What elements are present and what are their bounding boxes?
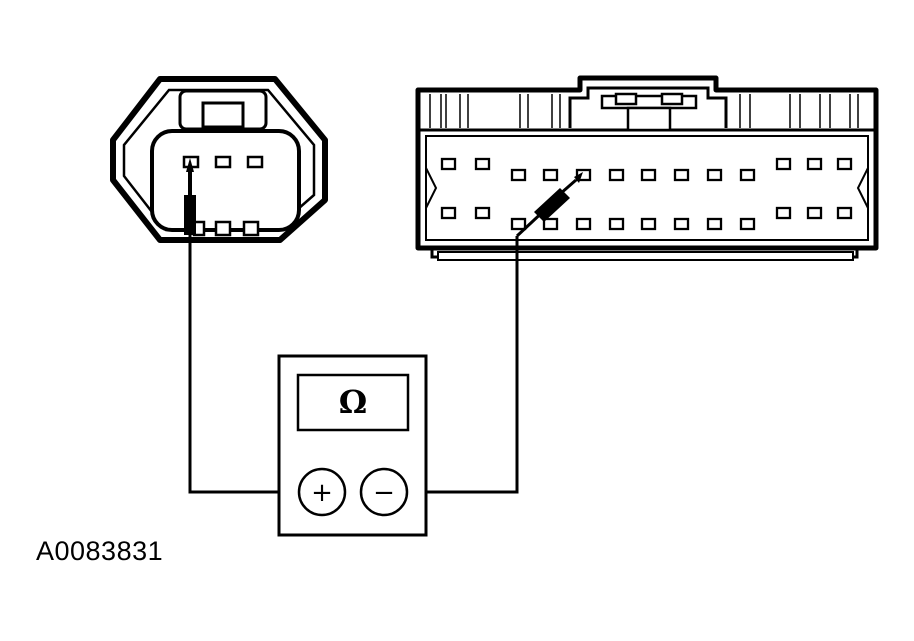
module-pin xyxy=(775,157,792,171)
ohm-symbol: Ω xyxy=(339,383,367,421)
module-pin xyxy=(640,217,657,231)
module-connector xyxy=(415,75,879,261)
sensor-pin-2 xyxy=(214,155,232,169)
module-pin xyxy=(440,157,457,171)
positive-terminal-label: + xyxy=(311,478,333,508)
ohmmeter-display xyxy=(296,373,410,432)
module-pin xyxy=(739,168,756,182)
module-pin xyxy=(673,168,690,182)
sensor-pin-cavity xyxy=(150,129,301,232)
module-pin xyxy=(706,168,723,182)
module-connector-housing xyxy=(415,75,879,251)
positive-terminal xyxy=(297,467,347,517)
module-pin xyxy=(510,168,527,182)
negative-lead-wire xyxy=(406,236,519,494)
module-pin xyxy=(474,206,491,220)
module-pin xyxy=(510,217,527,231)
module-pin xyxy=(775,206,792,220)
module-pin xyxy=(608,217,625,231)
module-pin xyxy=(706,217,723,231)
negative-probe xyxy=(515,172,583,238)
module-pin xyxy=(575,217,592,231)
sensor-connector xyxy=(110,76,328,243)
module-pin xyxy=(440,206,457,220)
sensor-pin-3 xyxy=(246,155,264,169)
negative-terminal xyxy=(359,467,409,517)
module-pin xyxy=(836,157,853,171)
positive-probe xyxy=(184,158,196,235)
negative-terminal-label: − xyxy=(373,478,395,508)
module-pin xyxy=(806,157,823,171)
positive-lead-wire xyxy=(188,235,300,494)
module-pin xyxy=(739,217,756,231)
module-pin xyxy=(542,217,559,231)
module-pin xyxy=(836,206,853,220)
ohmmeter: Ω + − xyxy=(277,354,428,537)
module-pin-row-bottom xyxy=(440,206,853,231)
figure-id: A0083831 xyxy=(36,536,164,566)
module-pin xyxy=(608,168,625,182)
module-pin xyxy=(575,168,592,182)
module-pin xyxy=(640,168,657,182)
module-pin xyxy=(542,168,559,182)
module-pin xyxy=(673,217,690,231)
module-pin xyxy=(806,206,823,220)
module-pin-row-top xyxy=(440,157,853,182)
module-pin xyxy=(474,157,491,171)
